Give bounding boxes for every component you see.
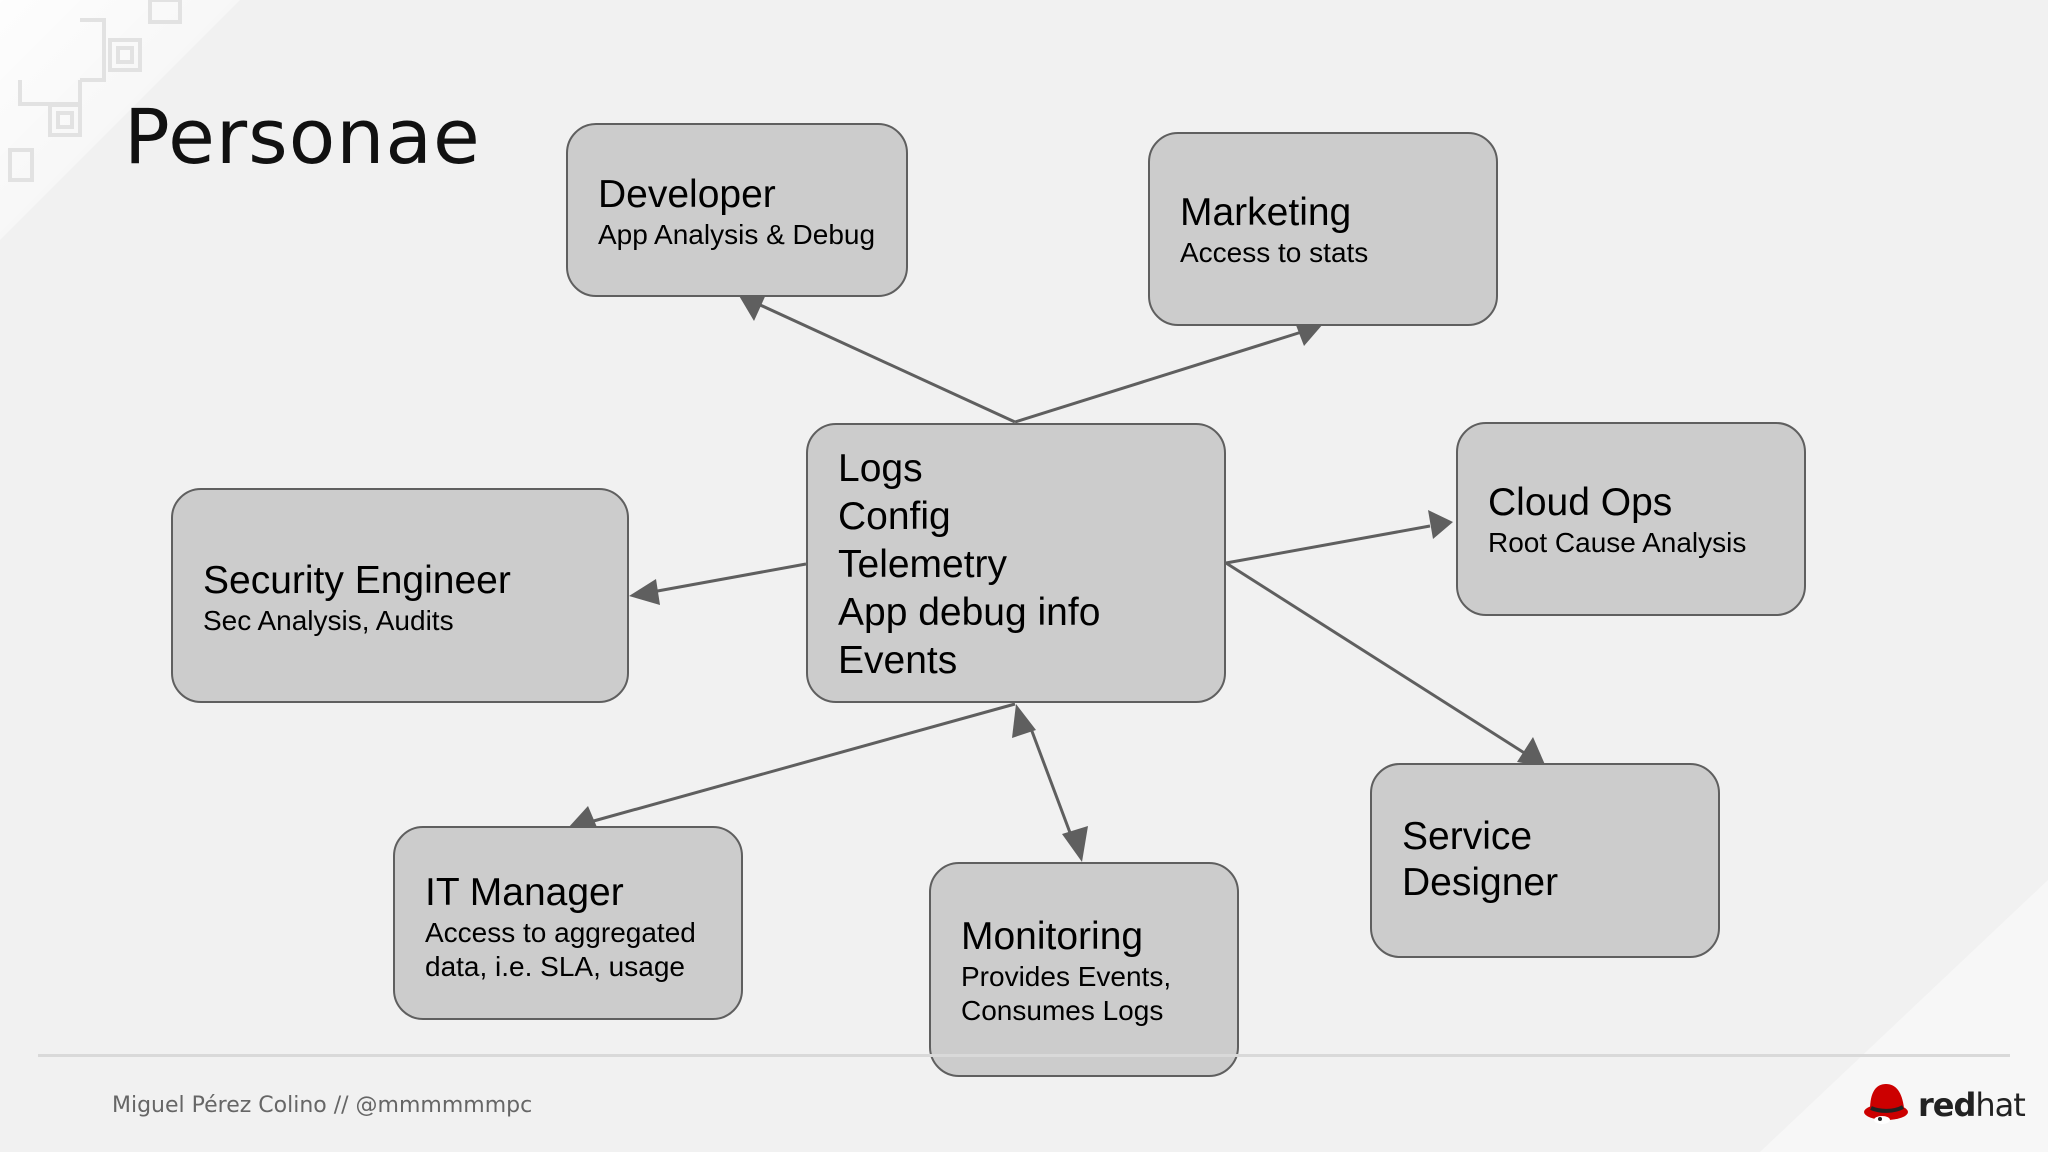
footer-divider bbox=[38, 1054, 2010, 1057]
redhat-wordmark: redhat bbox=[1918, 1086, 2026, 1124]
persona-name: Security Engineer bbox=[203, 559, 511, 602]
arrowhead-marketing bbox=[1294, 320, 1323, 346]
persona-name: IT Manager bbox=[425, 871, 624, 914]
arrowhead-developer bbox=[738, 290, 768, 321]
data-source-item: Events bbox=[838, 639, 958, 682]
arrowhead-monitoring-up bbox=[1012, 704, 1036, 738]
arrowhead-monitoring-down bbox=[1062, 826, 1088, 862]
persona-description: Provides Events, Consumes Logs bbox=[961, 961, 1172, 1026]
arrow-to-it-manager bbox=[589, 702, 1016, 824]
arrow-to-cloud-ops bbox=[1225, 524, 1431, 565]
persona-description: Access to stats bbox=[1180, 237, 1369, 268]
persona-name: Marketing bbox=[1180, 191, 1352, 234]
persona-description: Root Cause Analysis bbox=[1488, 527, 1747, 558]
data-source-item: Logs bbox=[838, 447, 923, 490]
persona-it-manager: IT Manager Access to aggregated data, i.… bbox=[393, 826, 743, 1020]
persona-security-engineer: Security Engineer Sec Analysis, Audits bbox=[171, 488, 629, 703]
persona-developer: Developer App Analysis & Debug bbox=[566, 123, 908, 297]
persona-description: Access to aggregated data, i.e. SLA, usa… bbox=[425, 917, 696, 982]
arrow-to-security-engineer bbox=[651, 562, 807, 594]
shadowman-hat-icon bbox=[1864, 1084, 1908, 1124]
arrowhead-service-designer bbox=[1517, 737, 1546, 767]
arrowhead-cloud-ops bbox=[1428, 510, 1453, 539]
arrowhead-it-manager bbox=[568, 806, 599, 832]
persona-name: Monitoring bbox=[961, 915, 1144, 958]
corner-pattern-decoration bbox=[0, 0, 240, 240]
arrow-monitoring-bidirectional bbox=[1028, 725, 1074, 839]
slide-title: Personae bbox=[124, 92, 481, 181]
arrow-to-developer bbox=[757, 302, 1016, 424]
data-sources-list: Logs Config Telemetry App debug info Eve… bbox=[838, 445, 1100, 685]
arrowhead-security-engineer bbox=[629, 579, 660, 605]
arrow-to-marketing bbox=[1014, 328, 1309, 424]
persona-name: Service Designer bbox=[1402, 815, 1559, 904]
data-source-item: App debug info bbox=[838, 591, 1101, 634]
persona-description: App Analysis & Debug bbox=[598, 219, 876, 250]
persona-name: Developer bbox=[598, 173, 776, 216]
data-sources-node: Logs Config Telemetry App debug info Eve… bbox=[806, 423, 1226, 703]
persona-service-designer: Service Designer bbox=[1370, 763, 1720, 958]
persona-cloud-ops: Cloud Ops Root Cause Analysis bbox=[1456, 422, 1806, 616]
persona-marketing: Marketing Access to stats bbox=[1148, 132, 1498, 326]
data-source-item: Config bbox=[838, 495, 951, 538]
wordmark-bold: red bbox=[1918, 1086, 1976, 1124]
wordmark-light: hat bbox=[1975, 1086, 2025, 1124]
persona-name: Cloud Ops bbox=[1488, 481, 1673, 524]
persona-description: Sec Analysis, Audits bbox=[203, 605, 454, 636]
redhat-logo: redhat bbox=[1862, 1078, 2026, 1130]
footer-author: Miguel Pérez Colino // @mmmmmmpc bbox=[112, 1093, 533, 1118]
data-source-item: Telemetry bbox=[838, 543, 1008, 586]
persona-monitoring: Monitoring Provides Events, Consumes Log… bbox=[929, 862, 1239, 1077]
arrow-to-service-designer bbox=[1225, 561, 1527, 756]
